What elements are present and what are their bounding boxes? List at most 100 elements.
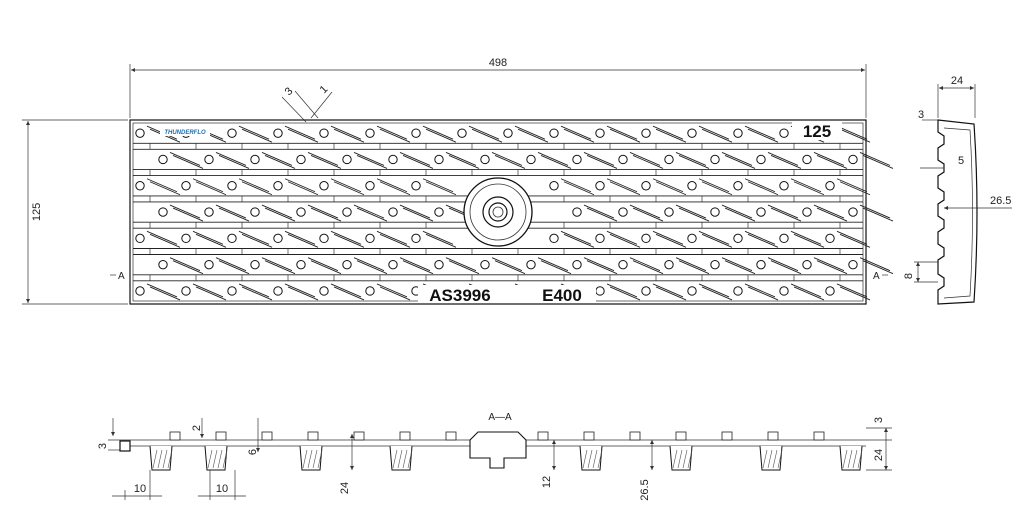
grate-slot: [816, 260, 848, 275]
rib-hatch: [207, 449, 213, 469]
grate-hole: [687, 181, 697, 191]
section-title: A—A: [488, 412, 512, 423]
grate-hole: [756, 154, 766, 165]
grate-slot: [192, 178, 224, 193]
grate-slot: [169, 257, 201, 272]
grate-slot: [793, 181, 825, 196]
grate-hole: [181, 286, 191, 296]
section-ribs: [149, 431, 863, 471]
grate-hole: [227, 128, 237, 138]
rib-hatch: [217, 449, 223, 469]
rib-hatch: [592, 449, 598, 469]
grate-hole: [756, 259, 766, 270]
grate-slot: [491, 257, 523, 272]
grate-slot: [399, 204, 431, 219]
grate-hole: [756, 207, 766, 217]
section-left-step-dim: 3: [97, 443, 109, 449]
grate-hole: [135, 128, 145, 138]
grate-slot: [284, 230, 316, 245]
grate-slot: [169, 204, 201, 219]
grate-slot: [790, 178, 822, 193]
grate-slot: [172, 155, 204, 169]
grate-slot: [767, 152, 799, 166]
grate-hole: [434, 207, 444, 217]
grate-slot: [632, 207, 664, 222]
grate-slot: [261, 204, 293, 219]
grate-hole: [204, 259, 214, 270]
section-foot-width-2: 10: [216, 483, 228, 495]
grate-hole: [365, 233, 375, 244]
grate-slot: [333, 233, 365, 248]
grate-slot: [264, 155, 296, 169]
grate-slot: [678, 207, 710, 222]
grate-hole: [641, 181, 651, 191]
grate-hole: [181, 233, 191, 244]
grate-slot: [376, 283, 408, 298]
grate-hole: [526, 154, 536, 165]
section-center-depth-dim: 12: [541, 476, 553, 488]
grate-slot: [606, 178, 638, 193]
grate-slot: [744, 125, 776, 140]
rib-hatch: [392, 449, 398, 469]
grate-slot: [721, 257, 753, 272]
grate-hole: [296, 207, 306, 217]
grate-slot: [675, 257, 707, 272]
grate-hole: [848, 154, 858, 165]
grate-slot: [353, 152, 385, 166]
grate-slot: [172, 260, 204, 275]
side-view: 24 3 5 26.5 8: [903, 75, 1012, 305]
grate-hole: [342, 259, 352, 270]
grate-hole: [388, 207, 398, 217]
grate-hole: [549, 233, 559, 244]
grate-slot: [494, 260, 526, 275]
grate-slot: [609, 128, 641, 143]
grate-slot: [330, 230, 362, 245]
grate-slot: [747, 233, 779, 248]
grate-slot: [238, 178, 270, 193]
grate-hole: [411, 128, 421, 138]
grate-hole: [273, 128, 283, 138]
grate-slot: [333, 128, 365, 143]
grate-hole: [802, 259, 812, 270]
grate-outline: [129, 119, 867, 305]
grate-slot: [609, 233, 641, 248]
grate-slot: [747, 181, 779, 196]
section-bar: [629, 431, 641, 441]
grate-slot: [399, 152, 431, 166]
grate-slot: [770, 260, 802, 275]
grate-slot: [586, 155, 618, 169]
grate-slot: [724, 260, 756, 275]
section-bar: [169, 431, 181, 441]
grate-hole: [687, 128, 697, 138]
grate-slot: [307, 152, 339, 166]
rib-hatch: [852, 449, 858, 469]
grate-hole: [595, 233, 605, 244]
grate-hole: [342, 154, 352, 165]
grate-hole: [250, 154, 260, 165]
side-width-dim: 24: [951, 75, 963, 87]
grate-slot: [560, 230, 592, 245]
grate-hole: [319, 181, 329, 191]
rib-hatch: [772, 449, 778, 469]
grate-size-mark: 125: [803, 122, 831, 141]
grate-slot: [632, 155, 664, 169]
grate-slot: [169, 152, 201, 166]
grate-slot: [747, 286, 779, 301]
grate-hole: [273, 286, 283, 296]
rib-hatch: [767, 449, 773, 469]
grate-hole: [779, 181, 789, 191]
grate-slot: [195, 181, 227, 196]
grate-slot: [402, 155, 434, 169]
grate-slot: [195, 233, 227, 248]
section-bar: [767, 431, 779, 441]
section-bar: [537, 431, 549, 441]
grate-slot: [379, 286, 411, 301]
grate-slot: [491, 152, 523, 166]
grate-slot: [241, 233, 273, 248]
grate-slot: [307, 204, 339, 219]
grate-slot: [839, 128, 871, 143]
grate-hole: [733, 233, 743, 244]
rib-hatch: [842, 449, 848, 469]
grate-slot: [356, 260, 388, 275]
section-foot-width-1: 10: [134, 483, 146, 495]
